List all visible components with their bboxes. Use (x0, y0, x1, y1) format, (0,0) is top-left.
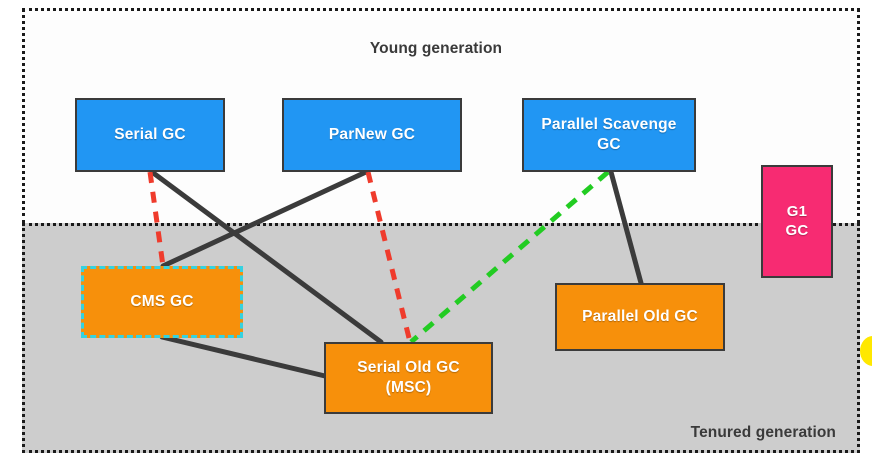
node-serial-gc-label: Serial GC (114, 126, 186, 144)
node-g1-gc[interactable]: G1 GC (761, 165, 833, 278)
node-cms-gc[interactable]: CMS GC (81, 266, 243, 338)
node-parallel-scavenge-gc-label: Parallel Scavenge GC (541, 116, 677, 153)
node-serial-old-gc-label: Serial Old GC (MSC) (357, 359, 460, 396)
node-cms-gc-label: CMS GC (130, 293, 194, 311)
node-parnew-gc[interactable]: ParNew GC (282, 98, 462, 172)
tenured-generation-region (22, 223, 860, 453)
edge-highlight-marker (860, 336, 872, 366)
node-serial-gc[interactable]: Serial GC (75, 98, 225, 172)
tenured-generation-label: Tenured generation (690, 424, 836, 441)
node-parallel-old-gc-label: Parallel Old GC (582, 308, 698, 326)
node-serial-old-gc[interactable]: Serial Old GC (MSC) (324, 342, 493, 414)
node-g1-gc-label: G1 GC (785, 202, 809, 239)
young-generation-label: Young generation (369, 40, 503, 57)
node-parallel-scavenge-gc[interactable]: Parallel Scavenge GC (522, 98, 696, 172)
node-parnew-gc-label: ParNew GC (328, 126, 416, 144)
node-parallel-old-gc[interactable]: Parallel Old GC (555, 283, 725, 351)
